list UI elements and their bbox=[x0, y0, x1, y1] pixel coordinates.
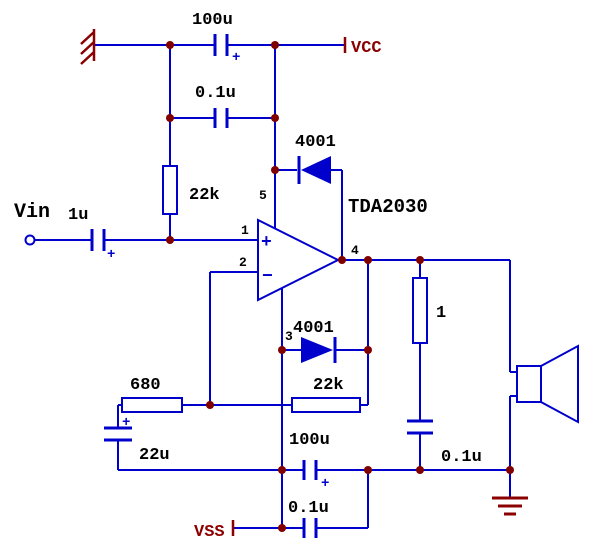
junction-dot bbox=[364, 466, 372, 474]
bias-resistor-value: 22k bbox=[189, 186, 220, 205]
speaker-cone bbox=[540, 344, 579, 424]
zobel-cap-plates bbox=[407, 419, 433, 435]
junction-dot bbox=[364, 256, 372, 264]
opamp-noninverting-mark: + bbox=[261, 233, 272, 253]
earth-ground-icon bbox=[492, 496, 528, 516]
ic-label: TDA2030 bbox=[348, 196, 428, 218]
plus-mark: + bbox=[232, 50, 240, 66]
zobel-resistor-body bbox=[412, 277, 428, 344]
junction-dot bbox=[416, 256, 424, 264]
opamp-inverting-mark: − bbox=[262, 267, 273, 287]
junction-dot bbox=[271, 166, 279, 174]
zobel-resistor-value: 1 bbox=[436, 304, 446, 323]
junction-dot bbox=[506, 466, 514, 474]
vss-bulk-cap-plates bbox=[302, 460, 318, 480]
vss-hf-cap-value: 0.1u bbox=[288, 499, 329, 518]
junction-dots bbox=[166, 41, 514, 532]
feedback-ground-resistor-body bbox=[121, 397, 183, 413]
diode-triangle bbox=[301, 156, 331, 184]
power-symbols bbox=[80, 29, 528, 536]
plus-mark: + bbox=[107, 247, 115, 263]
vcc-hf-cap-plates bbox=[213, 108, 229, 128]
pin1-number: 1 bbox=[241, 223, 249, 238]
junction-dot bbox=[271, 114, 279, 122]
input-cap-plates bbox=[90, 229, 106, 251]
junction-dot bbox=[278, 346, 286, 354]
pin2-number: 2 bbox=[239, 255, 247, 270]
input-terminal bbox=[24, 234, 36, 246]
chassis-ground-icon bbox=[80, 29, 96, 65]
junction-dot bbox=[166, 236, 174, 244]
zobel-cap-value: 0.1u bbox=[441, 448, 482, 467]
junction-dot bbox=[278, 466, 286, 474]
feedback-cap-value: 22u bbox=[139, 446, 170, 465]
circuit-wires bbox=[35, 44, 517, 529]
pin4-number: 4 bbox=[351, 243, 359, 258]
vss-bulk-cap-value: 100u bbox=[289, 431, 330, 450]
pin3-number: 3 bbox=[285, 329, 293, 344]
wire-net bbox=[35, 44, 517, 529]
vss-label: VSS bbox=[194, 523, 225, 542]
capacitor-plates bbox=[90, 34, 433, 538]
junction-dot bbox=[271, 41, 279, 49]
junction-dot bbox=[206, 401, 214, 409]
input-cap-value: 1u bbox=[68, 206, 88, 225]
junction-dot bbox=[278, 524, 286, 532]
feedback-resistor-body bbox=[291, 397, 361, 413]
vcc-bulk-cap-plates bbox=[213, 34, 229, 56]
vcc-clamp-diode-value: 4001 bbox=[295, 133, 336, 152]
pin5-number: 5 bbox=[259, 188, 267, 203]
junction-dot bbox=[166, 41, 174, 49]
vss-clamp-diode-value: 4001 bbox=[293, 319, 334, 338]
vcc-bulk-cap-value: 100u bbox=[192, 11, 233, 30]
junction-dot bbox=[364, 346, 372, 354]
speaker-body bbox=[516, 365, 542, 403]
plus-mark: + bbox=[122, 415, 130, 431]
components bbox=[24, 34, 579, 538]
labels: 100u + 0.1u 22k 4001 TDA2030 Vin 1u + VC… bbox=[14, 11, 482, 542]
feedback-cap-plates bbox=[104, 426, 132, 442]
speaker-icon bbox=[516, 344, 579, 424]
feedback-resistor-value: 22k bbox=[313, 376, 344, 395]
vcc-label: VCC bbox=[351, 39, 382, 58]
vss-hf-cap-plates bbox=[302, 518, 318, 538]
vcc-hf-cap-value: 0.1u bbox=[195, 84, 236, 103]
opamp-triangle bbox=[257, 218, 341, 302]
junction-dot bbox=[166, 114, 174, 122]
junction-dot bbox=[338, 256, 346, 264]
junction-dot bbox=[416, 466, 424, 474]
diode-triangle bbox=[301, 337, 333, 363]
plus-mark: + bbox=[321, 476, 329, 492]
feedback-ground-resistor-value: 680 bbox=[130, 376, 161, 395]
bias-resistor-body bbox=[162, 165, 178, 215]
vss-clamp-diode-symbol bbox=[301, 337, 337, 363]
vcc-clamp-diode-symbol bbox=[297, 156, 331, 184]
input-label: Vin bbox=[14, 201, 50, 224]
